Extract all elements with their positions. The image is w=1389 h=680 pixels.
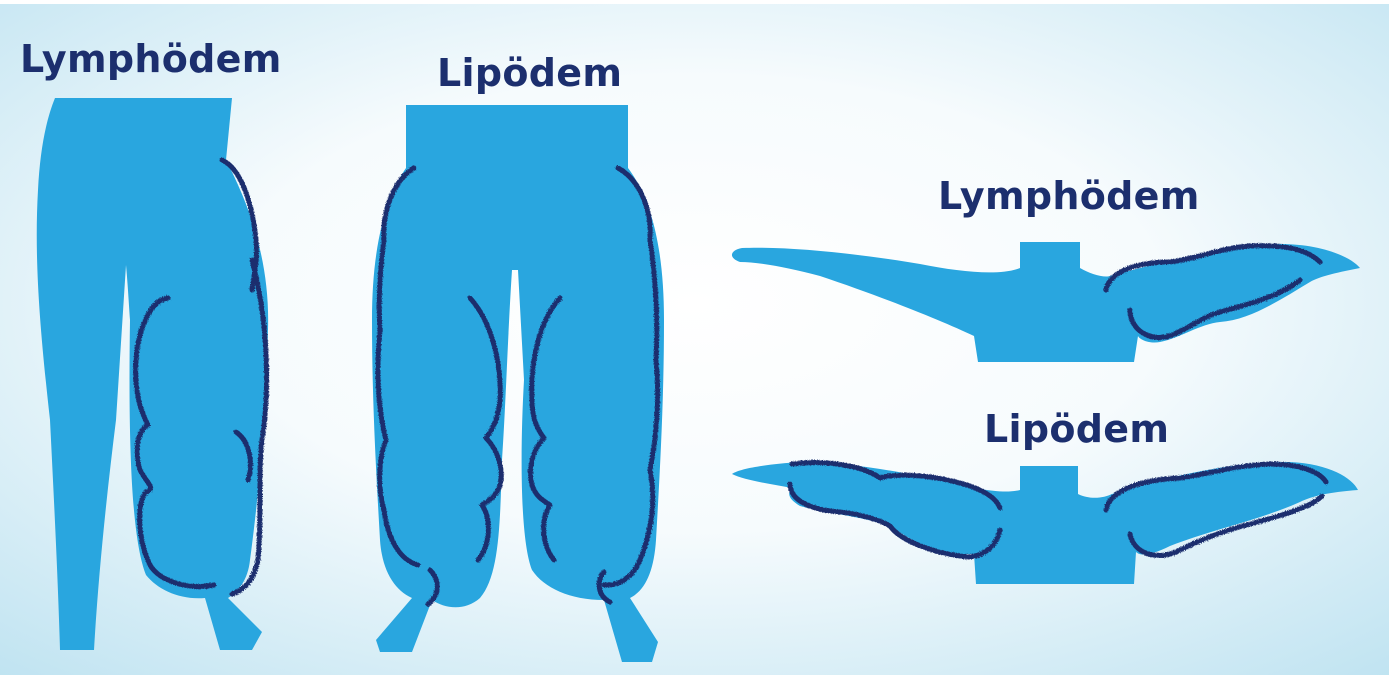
legs-lipedema-label: Lipödem	[437, 54, 622, 92]
arms-lymphedema-label: Lymphödem	[938, 177, 1200, 215]
legs-lymphedema-label: Lymphödem	[20, 40, 282, 78]
top-border	[0, 0, 1389, 4]
arms-lipedema-label: Lipödem	[984, 410, 1169, 448]
legs-lymphedema-figure	[37, 98, 268, 650]
